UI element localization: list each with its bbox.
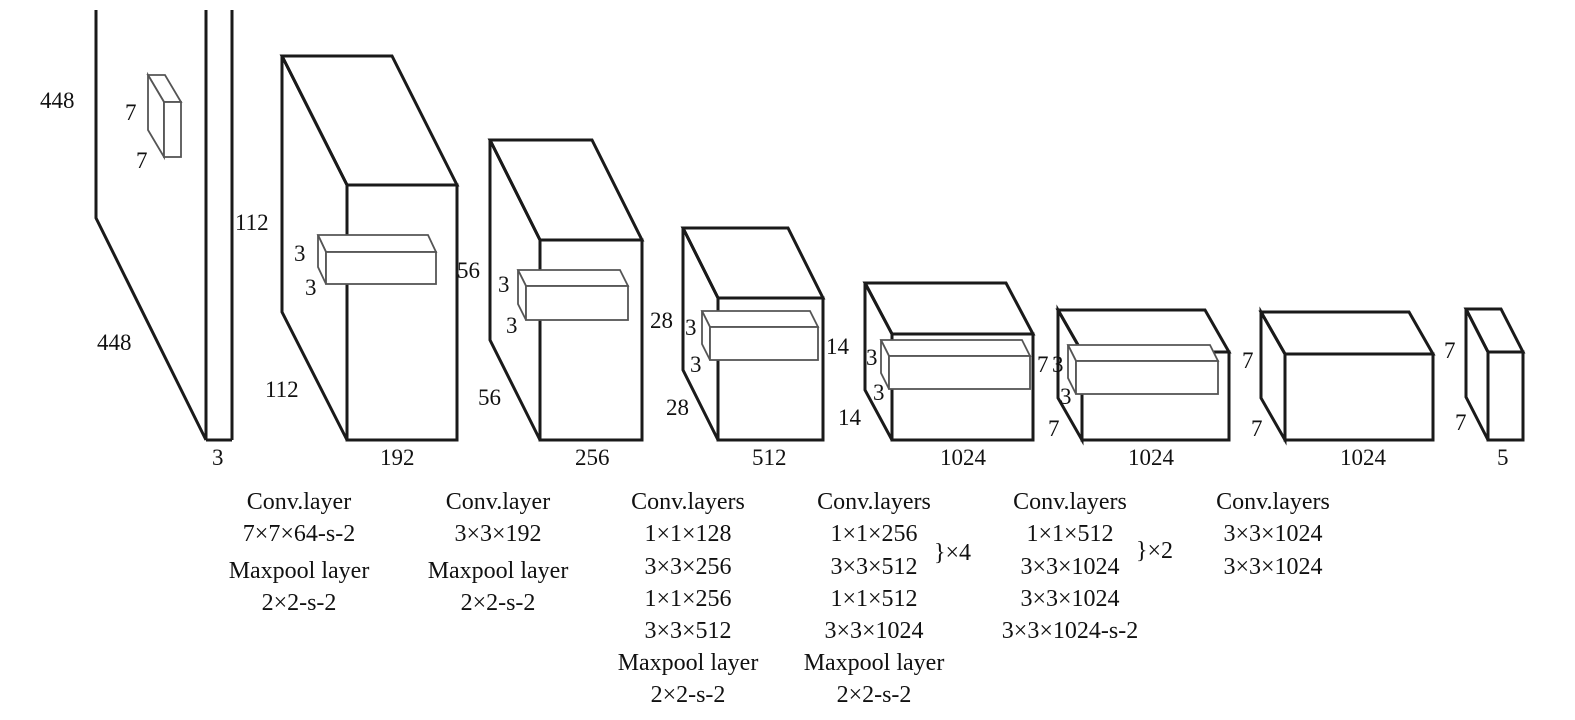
block2-kernel: [516, 269, 630, 321]
block2-volume: 56 56 256 3 3: [457, 138, 645, 470]
repeat-x2-brace: }×2: [1136, 538, 1173, 564]
caption-line: 1×1×512: [1026, 521, 1113, 547]
block5-width-label: 7: [1048, 416, 1060, 441]
input-height-label: 448: [40, 88, 75, 113]
caption-line: 3×3×1024: [1020, 554, 1119, 580]
caption-block6: Conv.layers 3×3×1024 3×3×1024: [1216, 489, 1330, 580]
input-kernel-h-label: 7: [125, 100, 137, 125]
caption-block3: Conv.layers 1×1×128 3×3×256 1×1×256 3×3×…: [618, 489, 759, 708]
caption-line: Maxpool layer: [229, 558, 370, 584]
block5-volume: 7 7 1024 3 3: [1037, 304, 1232, 470]
block3-kernel: [700, 310, 820, 361]
block4-kernel: [879, 339, 1032, 390]
block2-depth-label: 256: [575, 445, 610, 470]
block3-volume: 28 28 512 3 3: [650, 226, 826, 470]
block2-kernel-h-label: 3: [498, 272, 510, 297]
caption-line: Maxpool layer: [618, 650, 759, 676]
block5-depth-label: 1024: [1128, 445, 1175, 470]
block2-height-label: 56: [457, 258, 480, 283]
block3-kernel-w-label: 3: [690, 352, 702, 377]
block6-height-label: 7: [1242, 348, 1254, 373]
caption-line: Conv.layers: [1216, 489, 1330, 515]
input-kernel-w-label: 7: [136, 148, 148, 173]
caption-block5: Conv.layers 1×1×512 3×3×1024 3×3×1024 3×…: [1002, 489, 1173, 644]
block4-depth-label: 1024: [940, 445, 987, 470]
caption-line: 1×1×128: [644, 521, 731, 547]
input-volume: 448 448 3 7 7: [40, 10, 234, 470]
caption-line: Conv.layers: [1013, 489, 1127, 515]
block4-height-label: 14: [826, 334, 850, 359]
caption-line: 3×3×256: [644, 554, 731, 580]
caption-line: 1×1×256: [830, 521, 917, 547]
input-depth-label: 3: [212, 445, 224, 470]
caption-line: 3×3×1024: [1223, 554, 1322, 580]
block1-width-label: 112: [265, 377, 299, 402]
caption-line: Maxpool layer: [428, 558, 569, 584]
caption-block1: Conv.layer 7×7×64-s-2 Maxpool layer 2×2-…: [229, 489, 370, 616]
caption-line: 3×3×512: [830, 554, 917, 580]
caption-line: 3×3×192: [454, 521, 541, 547]
caption-line: 2×2-s-2: [461, 590, 536, 616]
block6-volume: 7 7 1024: [1242, 306, 1436, 470]
block1-depth-label: 192: [380, 445, 415, 470]
caption-line: 3×3×1024: [1223, 521, 1322, 547]
output-height-label: 7: [1444, 338, 1456, 363]
caption-line: 3×3×1024: [824, 618, 923, 644]
output-volume: 7 7 5: [1444, 307, 1526, 470]
input-width-label: 448: [97, 330, 132, 355]
caption-line: Conv.layers: [817, 489, 931, 515]
block5-kernel-w-label: 3: [1060, 384, 1072, 409]
caption-line: Conv.layer: [446, 489, 550, 515]
block4-kernel-w-label: 3: [873, 380, 885, 405]
block3-height-label: 28: [650, 308, 673, 333]
repeat-x4-brace: }×4: [934, 540, 971, 566]
caption-line: 7×7×64-s-2: [243, 521, 355, 547]
caption-line: 2×2-s-2: [651, 682, 726, 708]
block1-kernel-w-label: 3: [305, 275, 317, 300]
block1-height-label: 112: [235, 210, 269, 235]
caption-block4: Conv.layers 1×1×256 3×3×512 1×1×512 3×3×…: [804, 489, 971, 708]
input-front-left-edge: [94, 10, 208, 441]
block1-kernel-h-label: 3: [294, 241, 306, 266]
block5-kernel-h-label: 3: [1052, 352, 1064, 377]
caption-line: Conv.layers: [631, 489, 745, 515]
block2-kernel-w-label: 3: [506, 313, 518, 338]
block3-width-label: 28: [666, 395, 689, 420]
caption-line: Conv.layer: [247, 489, 351, 515]
block5-height-label: 7: [1037, 352, 1049, 377]
caption-line: 3×3×1024: [1020, 586, 1119, 612]
block3-depth-label: 512: [752, 445, 787, 470]
caption-line: 2×2-s-2: [262, 590, 337, 616]
caption-line: 1×1×512: [830, 586, 917, 612]
caption-line: 3×3×1024-s-2: [1002, 618, 1138, 644]
output-width-label: 7: [1455, 410, 1467, 435]
block2-width-label: 56: [478, 385, 501, 410]
block6-depth-label: 1024: [1340, 445, 1387, 470]
caption-block2: Conv.layer 3×3×192 Maxpool layer 2×2-s-2: [428, 489, 569, 616]
caption-line: 3×3×512: [644, 618, 731, 644]
block5-kernel: [1066, 344, 1220, 395]
block4-kernel-h-label: 3: [866, 345, 878, 370]
block4-volume: 14 14 1024 3 3: [826, 281, 1036, 470]
block6-width-label: 7: [1251, 416, 1263, 441]
caption-line: 2×2-s-2: [837, 682, 912, 708]
caption-line: 1×1×256: [644, 586, 731, 612]
caption-line: Maxpool layer: [804, 650, 945, 676]
output-depth-label: 5: [1497, 445, 1509, 470]
block3-kernel-h-label: 3: [685, 315, 697, 340]
block1-kernel: [316, 234, 438, 285]
block1-volume: 112 112 192 3 3: [235, 54, 460, 470]
block4-width-label: 14: [838, 405, 862, 430]
input-kernel: [146, 71, 183, 161]
